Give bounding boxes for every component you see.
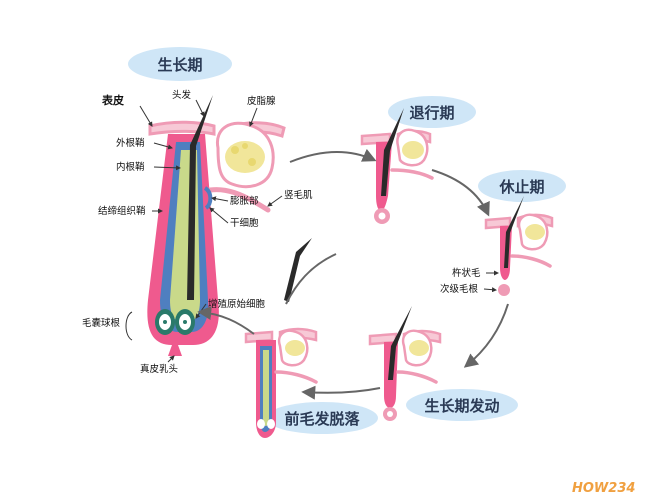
- arrow-exogen-to-anagen: [197, 306, 255, 335]
- exogen-follicle: [244, 238, 318, 438]
- cycle-arrows: [197, 148, 509, 400]
- dermal-papilla-shape: [168, 345, 182, 356]
- arrow-dashed-stem: [285, 253, 337, 305]
- arrow-catagen-to-telogen: [431, 169, 490, 217]
- shed-hair: [284, 238, 312, 302]
- label-arrector-pili: 竖毛肌: [284, 189, 313, 201]
- arrector-pili-shape: [207, 187, 271, 213]
- label-hair-bulb: 毛囊球根: [82, 317, 121, 329]
- label-inner-root-sheath: 内根鞘: [116, 161, 145, 173]
- stage-early-anagen: 生长期发动: [406, 389, 518, 421]
- stage-telogen-label: 休止期: [498, 178, 544, 196]
- label-hair: 头发: [172, 89, 192, 101]
- watermark: HOW234: [572, 481, 635, 496]
- arrow-telogen-to-early-anagen: [463, 303, 509, 368]
- label-bulge: 膨胀部: [230, 195, 259, 207]
- bulge-shape: [203, 186, 213, 210]
- stage-telogen: 休止期: [478, 170, 566, 202]
- label-proliferating-cells: 增殖原始细胞: [208, 298, 266, 310]
- early-anagen-follicle: [368, 306, 442, 421]
- hair-shaft: [187, 95, 213, 300]
- stage-exogen: 前毛发脱落: [266, 402, 378, 434]
- epidermis-left: [148, 120, 216, 136]
- arrow-anagen-to-catagen: [289, 148, 377, 163]
- label-outer-root-sheath: 外根鞘: [116, 137, 145, 149]
- label-stem-cells: 干细胞: [230, 217, 259, 229]
- label-dermal-papilla: 真皮乳头: [140, 363, 178, 375]
- label-secondary-germ: 次级毛根: [440, 283, 479, 295]
- label-connective-tissue-sheath: 结缔组织鞘: [98, 205, 146, 217]
- telogen-labels: 杵状毛 次级毛根: [440, 267, 499, 295]
- telogen-follicle: [484, 196, 554, 296]
- catagen-follicle: [360, 108, 434, 224]
- stage-anagen: 生长期: [128, 47, 232, 81]
- stage-catagen-label: 退行期: [409, 104, 454, 122]
- label-epidermis: 表皮: [101, 93, 124, 107]
- anagen-follicle: [147, 95, 286, 356]
- stage-catagen: 退行期: [388, 96, 476, 128]
- stage-early-anagen-label: 生长期发动: [424, 397, 499, 415]
- stage-anagen-label: 生长期: [157, 56, 202, 74]
- arrow-early-anagen-to-exogen: [301, 385, 381, 400]
- stage-exogen-label: 前毛发脱落: [284, 410, 360, 428]
- watermark-text: HOW234: [572, 481, 635, 496]
- anagen-labels: 表皮 头发 皮脂腺 外根鞘 内根鞘 膨胀部 干细胞 竖毛肌 结缔组织鞘 增殖原始…: [82, 89, 313, 375]
- label-sebaceous-gland: 皮脂腺: [247, 95, 276, 107]
- label-club-hair: 杵状毛: [452, 267, 481, 279]
